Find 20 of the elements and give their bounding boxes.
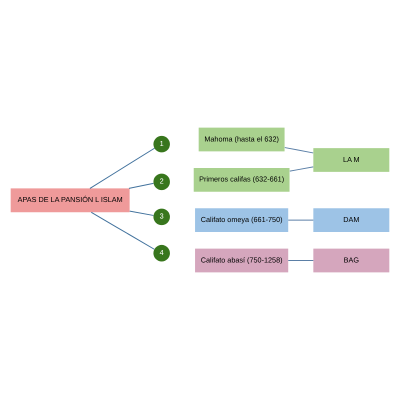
connector [284,147,314,154]
node-circle: 3 [153,208,170,226]
node-circle: 2 [153,174,170,190]
node-box: Califato omeya (661-750) [195,208,288,232]
connector [129,210,154,216]
connector [288,260,314,261]
node-circle: 1 [153,136,170,152]
node-box: Primeros califas (632-661) [194,168,290,192]
connector [288,220,314,221]
node-box: BAG [313,248,390,272]
node-box: APAS DE LA PANSIÓN L ISLAM [10,188,130,212]
node-box: LA M [313,148,390,172]
node-box: Mahoma (hasta el 632) [198,128,285,152]
connector [289,166,314,172]
connector [128,182,154,189]
connector [90,212,155,250]
node-box: DAM [313,208,390,232]
node-circle: 4 [153,244,170,262]
connector [89,148,155,189]
node-box: Califato abasí (750-1258) [195,248,288,272]
